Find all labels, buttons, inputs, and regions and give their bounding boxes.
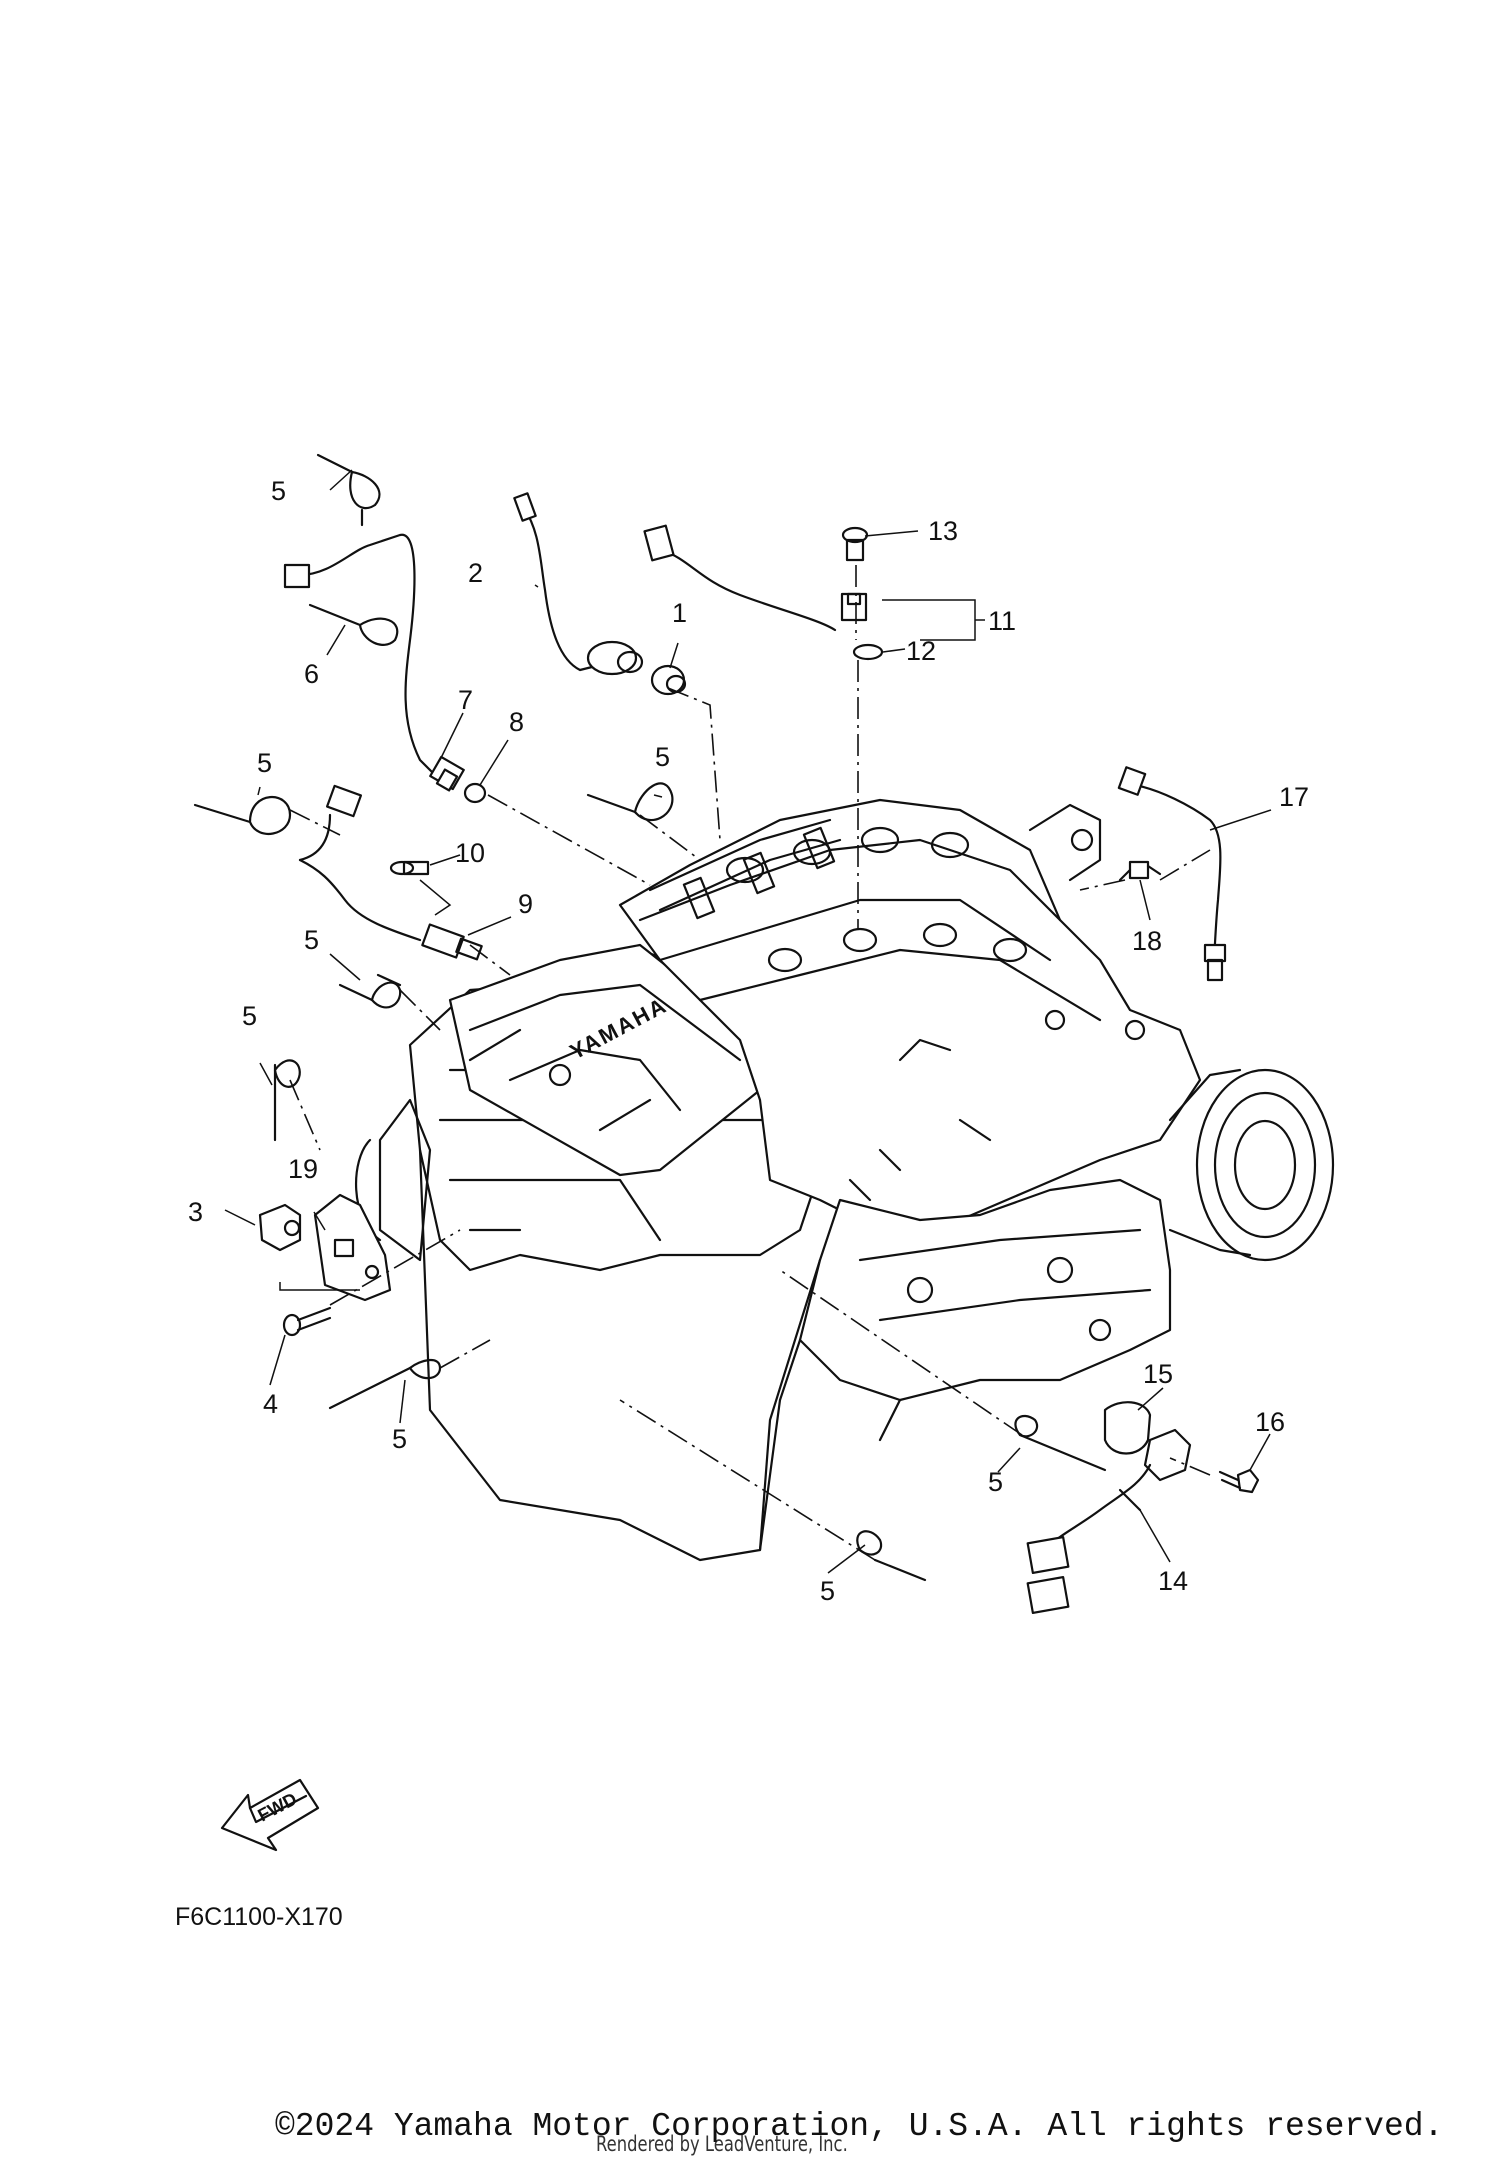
leader-lines <box>224 469 1272 1574</box>
cable-tie-part-5-bottom-left <box>328 1359 442 1410</box>
callout-15: 15 <box>1143 1359 1173 1389</box>
callout-7: 7 <box>458 685 473 715</box>
parts <box>193 453 1260 1614</box>
sensor-part-1 <box>650 664 687 696</box>
callout-labels: 5 2 6 7 8 1 13 11 12 5 5 10 9 17 18 5 5 … <box>188 476 1309 1606</box>
figure-id: F6C1100-X170 <box>175 1903 343 1931</box>
callout-5: 5 <box>392 1424 407 1454</box>
callout-11: 11 <box>988 606 1016 636</box>
sensor-part-7 <box>283 533 465 792</box>
callout-5: 5 <box>304 925 319 955</box>
callout-5: 5 <box>242 1001 257 1031</box>
callout-12: 12 <box>906 636 936 666</box>
forward-direction-arrow: FWD <box>220 1778 320 1852</box>
cable-tie-part-5-bottom <box>856 1530 927 1582</box>
cable-tie-part-5-left <box>193 796 292 835</box>
callout-5: 5 <box>271 476 286 506</box>
oring-part-12 <box>852 643 884 661</box>
callout-13: 13 <box>928 516 958 546</box>
callout-19: 19 <box>288 1154 318 1184</box>
callout-3: 3 <box>188 1197 203 1227</box>
callout-8: 8 <box>509 707 524 737</box>
cable-tie-part-5-mid <box>586 782 674 822</box>
bolt-part-16 <box>1218 1468 1260 1494</box>
bracket-part-19 <box>313 1193 392 1302</box>
sensor-part-14 <box>1026 1428 1192 1614</box>
cable-tie-part-6 <box>308 603 399 646</box>
callout-17: 17 <box>1279 782 1309 812</box>
callout-10: 10 <box>455 838 485 868</box>
cable-tie-part-5-left-3 <box>273 1059 301 1142</box>
screw-part-4 <box>282 1306 332 1337</box>
callout-16: 16 <box>1255 1407 1285 1437</box>
gasket-part-15 <box>1103 1401 1152 1455</box>
bolt-part-13 <box>841 526 869 562</box>
sensor-part-3 <box>258 1203 302 1252</box>
callout-2: 2 <box>468 558 483 588</box>
cable-tie-part-5-top <box>316 453 381 527</box>
bolt-part-10 <box>389 860 430 876</box>
clip-part-18 <box>1118 860 1162 882</box>
copyright-text: ©2024 Yamaha Motor Corporation, U.S.A. A… <box>275 2108 1444 2145</box>
callout-18: 18 <box>1132 926 1162 956</box>
callout-1: 1 <box>672 598 687 628</box>
washer-part-8 <box>463 782 487 804</box>
callout-6: 6 <box>304 659 319 689</box>
cable-tie-part-5-right <box>1014 1414 1107 1472</box>
callout-4: 4 <box>263 1389 278 1419</box>
callout-5: 5 <box>820 1576 835 1606</box>
callout-5: 5 <box>988 1467 1003 1497</box>
sensor-harness-part-2 <box>513 492 644 676</box>
sensor-part-17 <box>1117 766 1227 982</box>
callout-5: 5 <box>655 742 670 772</box>
engine-block: YAMAHA <box>355 798 1335 1562</box>
callout-14: 14 <box>1158 1566 1188 1596</box>
sensor-part-9 <box>298 784 483 961</box>
sensor-part-11 <box>643 524 868 632</box>
cable-tie-part-5-left-2 <box>338 973 402 1009</box>
rendered-by-text: Rendered by LeadVenture, Inc. <box>596 2132 848 2156</box>
callout-5: 5 <box>257 748 272 778</box>
callout-9: 9 <box>518 889 533 919</box>
